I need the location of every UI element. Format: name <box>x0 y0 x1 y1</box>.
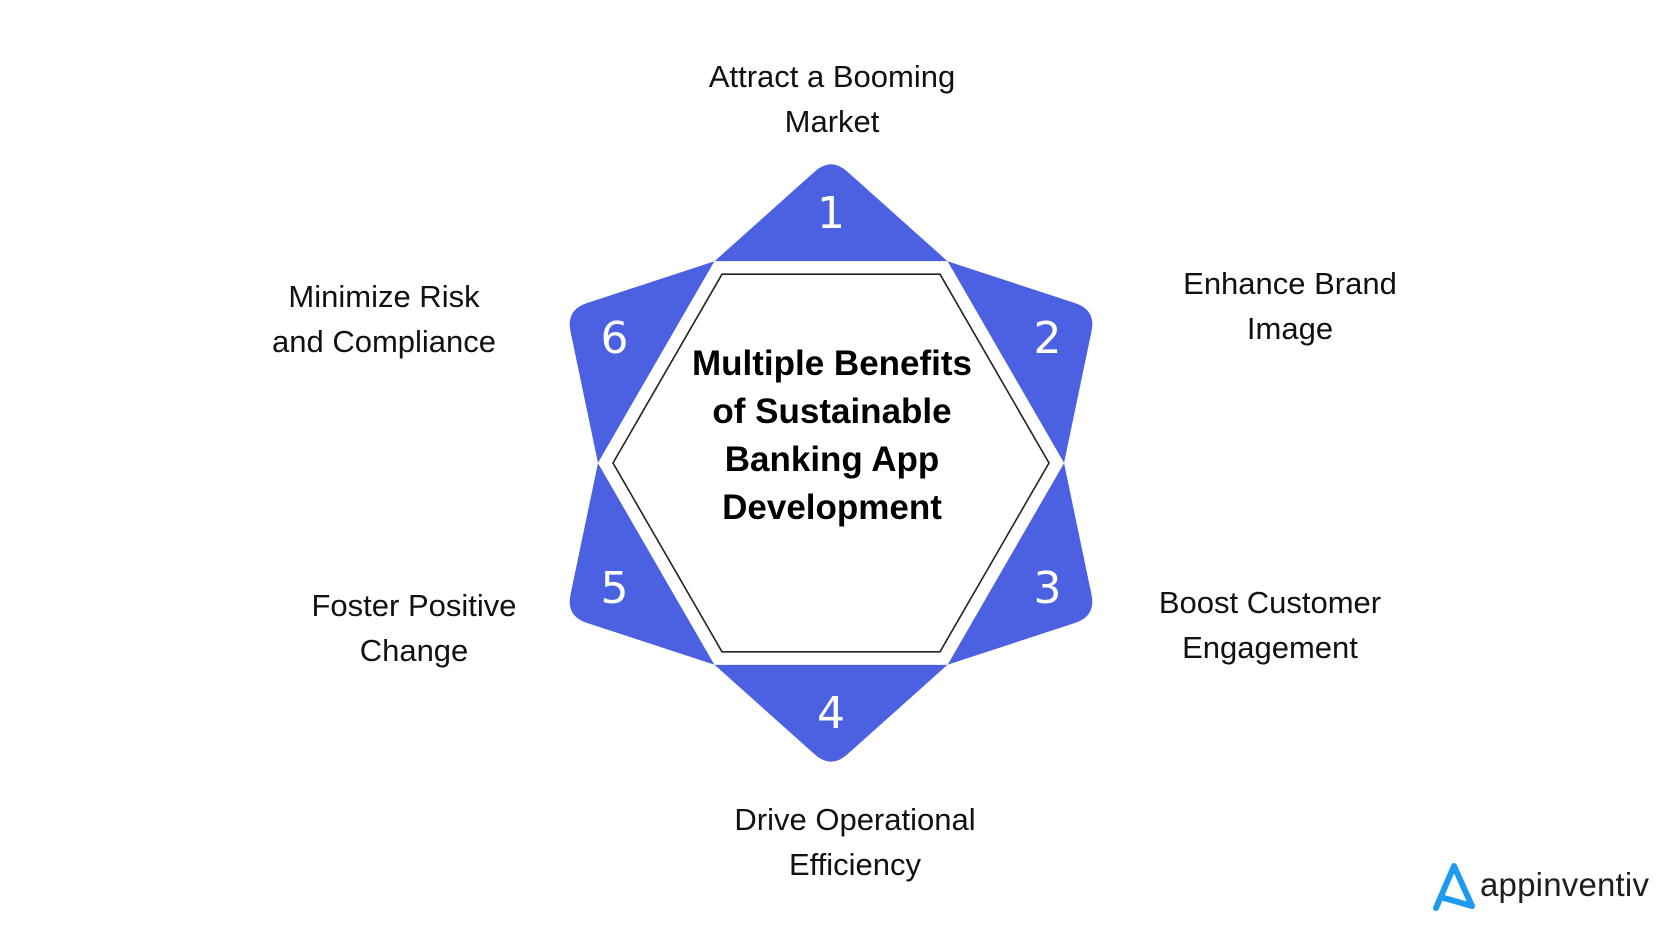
benefit-label-6: Minimize Risk and Compliance <box>272 274 496 364</box>
center-title-line: Multiple Benefits <box>691 344 973 383</box>
benefit-label-line: Efficiency <box>788 847 922 882</box>
benefit-triangle-3 <box>947 463 1093 665</box>
benefit-label-line: Market <box>784 104 880 139</box>
benefit-number-2: 2 <box>1034 313 1062 364</box>
benefit-label-line: Enhance Brand <box>1183 266 1397 301</box>
benefit-triangle-1 <box>714 164 948 262</box>
benefit-number-6: 6 <box>600 313 628 364</box>
benefit-triangle-4 <box>714 664 948 762</box>
center-title-line: Banking App <box>724 440 940 479</box>
benefit-number-4: 4 <box>817 688 845 739</box>
benefit-number-5: 5 <box>600 563 628 614</box>
benefit-label-3: Boost Customer Engagement <box>1159 580 1381 670</box>
benefit-label-line: Foster Positive <box>311 588 517 623</box>
benefit-triangle-6 <box>569 261 715 463</box>
appinventiv-logo: appinventiv <box>1432 862 1649 912</box>
benefit-label-1: Attract a Booming Market <box>709 54 955 144</box>
center-title-line: of Sustainable <box>712 392 952 431</box>
benefit-label-line: and Compliance <box>271 324 497 359</box>
center-title-line: Development <box>722 488 942 527</box>
benefit-label-line: Minimize Risk <box>288 279 480 314</box>
center-title: Multiple Benefits of Sustainable Banking… <box>692 340 972 532</box>
benefit-label-2: Enhance Brand Image <box>1183 261 1397 351</box>
appinventiv-a-icon <box>1433 863 1475 911</box>
benefit-number-3: 3 <box>1034 563 1062 614</box>
benefit-label-4: Drive Operational Efficiency <box>734 797 975 887</box>
benefit-label-line: Image <box>1246 311 1334 346</box>
benefit-label-line: Engagement <box>1182 630 1358 665</box>
logo-text: appinventiv <box>1480 866 1650 903</box>
benefit-label-line: Boost Customer <box>1158 585 1382 620</box>
benefit-label-line: Change <box>359 633 469 668</box>
benefit-label-5: Foster Positive Change <box>311 583 516 673</box>
center-hexagon-outline <box>612 273 1050 653</box>
benefit-label-line: Drive Operational <box>734 802 976 837</box>
benefit-label-line: Attract a Booming <box>708 59 956 94</box>
benefit-triangle-2 <box>947 261 1093 463</box>
benefit-triangle-5 <box>569 463 715 665</box>
benefit-number-1: 1 <box>817 188 845 239</box>
